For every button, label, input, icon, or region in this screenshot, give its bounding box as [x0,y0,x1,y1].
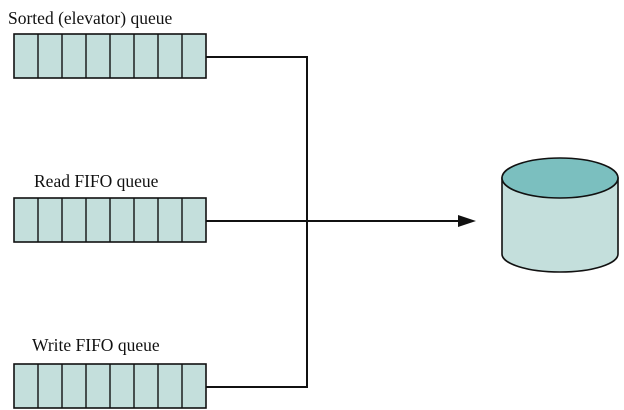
write-fifo-queue-label: Write FIFO queue [32,335,160,355]
arrow-head-icon [458,215,476,227]
connectors [206,56,476,388]
disk-body [501,177,619,273]
sorted-queue-label: Sorted (elevator) queue [8,8,173,28]
read-fifo-queue [13,197,207,243]
disk-cylinder-icon [501,157,619,273]
read-fifo-queue-label: Read FIFO queue [34,171,159,191]
sorted-queue [13,33,207,79]
disk-top [501,157,619,199]
write-fifo-queue [13,363,207,409]
